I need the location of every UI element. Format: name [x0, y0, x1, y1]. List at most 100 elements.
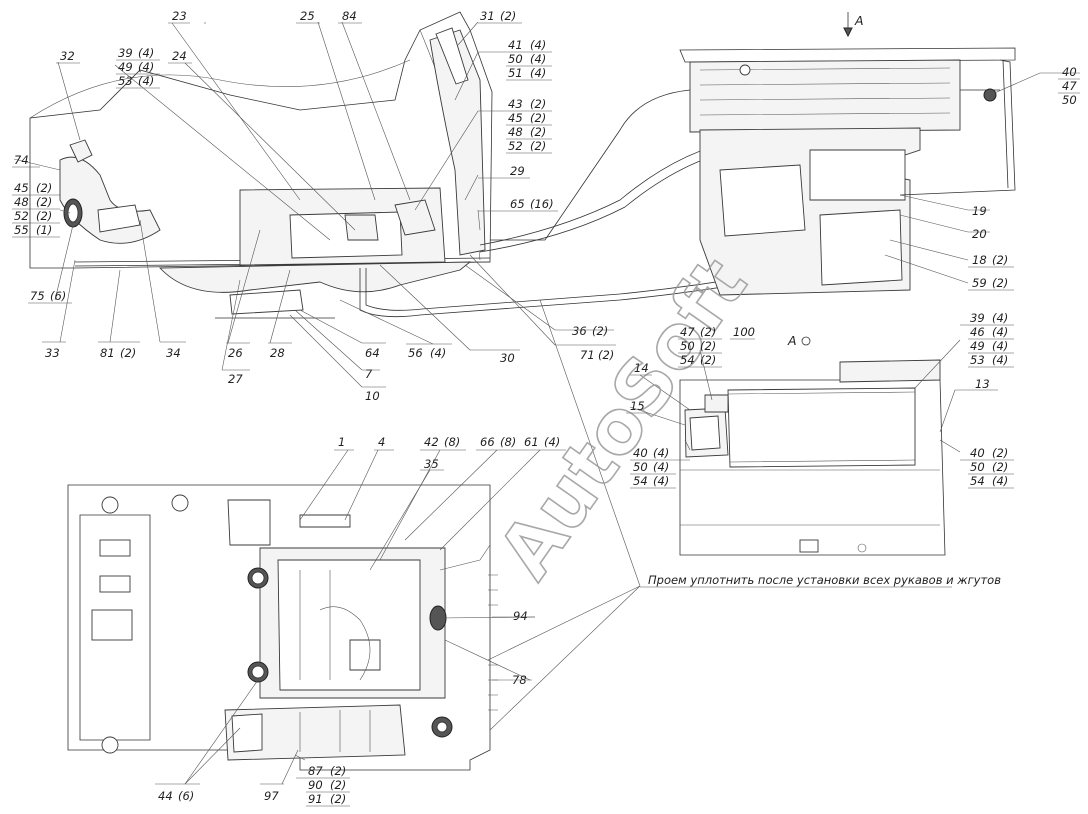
- callout-45-left: 45: [14, 181, 29, 195]
- callout-66: 66: [480, 435, 495, 449]
- leader-lines: [13, 21, 1041, 785]
- callout-52-left-qty: (2): [36, 209, 52, 223]
- callout-47-a: 47: [680, 325, 695, 339]
- callout-47-a-qty: (2): [700, 325, 716, 339]
- callout-1: 1: [338, 435, 345, 449]
- callout-labels: 23 25 84 31 (2) 32 39 (4) 49 (4) 53 (4) …: [12, 9, 1080, 807]
- callout-29: 29: [510, 164, 525, 178]
- callout-52-qty: (2): [530, 139, 546, 153]
- arrow-a-label: A: [854, 13, 864, 28]
- callout-45: 45: [508, 111, 523, 125]
- callout-18: 18: [972, 253, 987, 267]
- callout-48-left-qty: (2): [36, 195, 52, 209]
- callout-65: 65: [510, 197, 525, 211]
- callout-51-qty: (4): [530, 66, 546, 80]
- callout-31: 31: [480, 9, 495, 23]
- callout-40-a-qty: (4): [653, 446, 669, 460]
- callout-53-a-qty: (4): [992, 353, 1008, 367]
- callout-49-qty: (4): [138, 60, 154, 74]
- callout-18-qty: (2): [992, 253, 1008, 267]
- callout-54-a-qty: (2): [700, 353, 716, 367]
- callout-43: 43: [508, 97, 523, 111]
- callout-46: 46: [970, 325, 985, 339]
- callout-59: 59: [972, 276, 987, 290]
- callout-39-a-qty: (4): [992, 311, 1008, 325]
- callout-7: 7: [365, 367, 373, 381]
- engine-view: [679, 12, 1016, 296]
- callout-19: 19: [972, 204, 987, 218]
- callout-49-a: 49: [970, 339, 985, 353]
- callout-50-b-qty: (4): [653, 460, 669, 474]
- callout-71: 71: [580, 348, 595, 362]
- callout-53: 53: [118, 74, 133, 88]
- callout-87: 87: [308, 764, 323, 778]
- callout-87-qty: (2): [330, 764, 346, 778]
- callout-33: 33: [45, 346, 60, 360]
- callout-50-c-qty: (2): [992, 460, 1008, 474]
- callout-94: 94: [513, 609, 528, 623]
- callout-97: 97: [264, 789, 279, 803]
- callout-40-b-qty: (2): [992, 446, 1008, 460]
- callout-45-left-qty: (2): [36, 181, 52, 195]
- callout-50-c: 50: [970, 460, 985, 474]
- callout-41: 41: [508, 38, 523, 52]
- callout-55-qty: (1): [36, 223, 52, 237]
- callout-14: 14: [634, 361, 649, 375]
- callout-50-b: 50: [633, 460, 648, 474]
- callout-35: 35: [424, 457, 439, 471]
- callout-54-c-qty: (4): [992, 474, 1008, 488]
- callout-74: 74: [14, 153, 29, 167]
- callout-56-qty: (4): [430, 346, 446, 360]
- callout-54-c: 54: [970, 474, 985, 488]
- callout-54-b-qty: (4): [653, 474, 669, 488]
- sealing-note: Проем уплотнить после установки всех рук…: [648, 573, 1001, 587]
- callout-59-qty: (2): [992, 276, 1008, 290]
- callout-48: 48: [508, 125, 523, 139]
- callout-71-qty: (2): [598, 348, 614, 362]
- callout-61: 61: [524, 435, 539, 449]
- callout-81: 81: [100, 346, 115, 360]
- callout-10: 10: [365, 389, 380, 403]
- callout-56: 56: [408, 346, 423, 360]
- callout-55: 55: [14, 223, 29, 237]
- callout-52: 52: [508, 139, 523, 153]
- callout-32: 32: [60, 49, 75, 63]
- callout-39-a: 39: [970, 311, 985, 325]
- callout-36-qty: (2): [592, 324, 608, 338]
- view-a-detail: [679, 359, 946, 556]
- callout-47: 47: [1062, 79, 1077, 93]
- callout-81-qty: (2): [120, 346, 136, 360]
- callout-42-qty: (8): [444, 435, 460, 449]
- callout-53-qty: (4): [138, 74, 154, 88]
- callout-61-qty: (4): [544, 435, 560, 449]
- callout-41-qty: (4): [530, 38, 546, 52]
- callout-66-qty: (8): [500, 435, 516, 449]
- callout-75: 75: [30, 289, 45, 303]
- callout-42: 42: [424, 435, 439, 449]
- plan-view: [67, 484, 498, 771]
- callout-64: 64: [365, 346, 380, 360]
- callout-90-qty: (2): [330, 778, 346, 792]
- callout-39-qty: (4): [138, 46, 154, 60]
- callout-90: 90: [308, 778, 323, 792]
- callout-50-qty: (4): [530, 52, 546, 66]
- callout-65-qty: (16): [530, 197, 554, 211]
- callout-84: 84: [342, 9, 357, 23]
- callout-24: 24: [172, 49, 187, 63]
- callout-4: 4: [378, 435, 385, 449]
- callout-54-a: 54: [680, 353, 695, 367]
- callout-30: 30: [500, 351, 515, 365]
- callout-48-qty: (2): [530, 125, 546, 139]
- callout-34: 34: [166, 346, 181, 360]
- callout-46-qty: (4): [992, 325, 1008, 339]
- view-a-label: А: [787, 333, 797, 348]
- callout-39: 39: [118, 46, 133, 60]
- callout-40-a: 40: [633, 446, 648, 460]
- callout-100: 100: [733, 325, 755, 339]
- callout-50-a: 50: [680, 339, 695, 353]
- side-section-view: [29, 11, 1000, 319]
- callout-50-right: 50: [1062, 93, 1077, 107]
- callout-49-a-qty: (4): [992, 339, 1008, 353]
- callout-25: 25: [300, 9, 315, 23]
